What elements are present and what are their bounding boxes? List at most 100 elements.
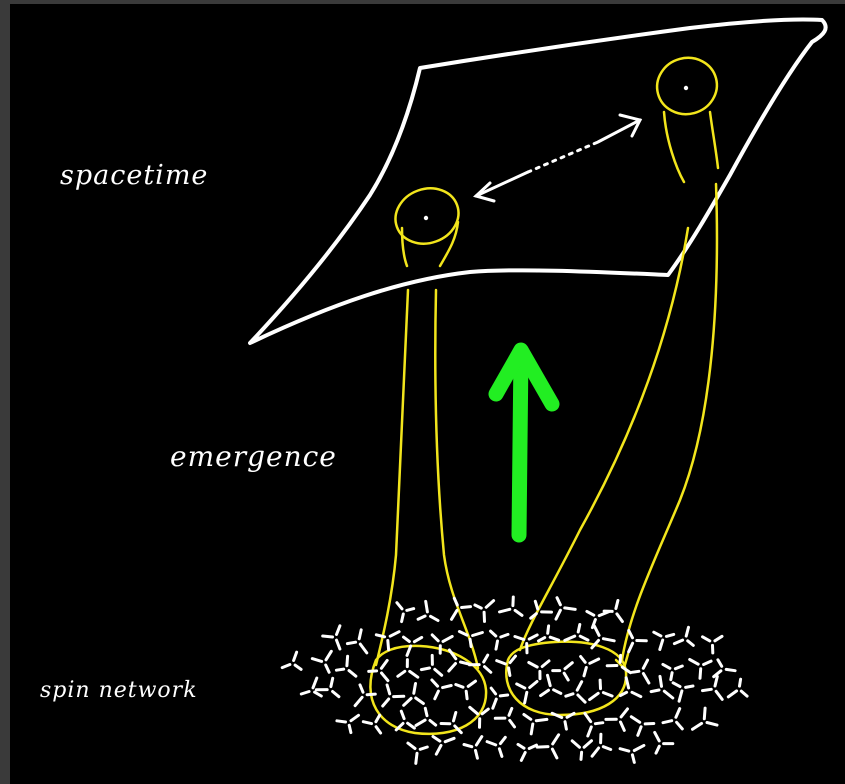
spin-network-edge xyxy=(497,661,506,664)
spin-network-edge xyxy=(475,605,481,608)
spin-network-edge xyxy=(454,713,456,721)
spin-network-edge xyxy=(425,708,427,715)
spin-network-edge xyxy=(535,601,537,609)
spin-network-edge xyxy=(554,690,561,694)
spin-network-edge xyxy=(556,610,560,619)
spin-network-edge xyxy=(557,598,560,605)
spin-network-edge xyxy=(404,698,411,705)
spin-network-edge xyxy=(382,673,388,681)
spin-network-edge xyxy=(700,669,701,679)
spin-network-edge xyxy=(577,682,582,691)
spin-network-edge xyxy=(629,631,633,638)
spin-network-edge xyxy=(432,680,438,686)
spin-network-edge xyxy=(410,671,418,677)
spin-network-edge xyxy=(740,679,741,686)
spin-network-edge xyxy=(398,671,405,676)
spin-network-edge xyxy=(566,694,573,696)
spin-network-edge xyxy=(326,665,329,672)
spin-network-edge xyxy=(509,668,510,676)
spin-network-edge xyxy=(592,748,599,756)
spin-network-edge xyxy=(518,744,524,748)
spin-network-edge xyxy=(707,723,717,726)
spin-network-edge xyxy=(485,667,491,673)
spin-network-edge xyxy=(443,636,452,641)
spin-network-edge xyxy=(703,637,710,641)
distance-double-arrow xyxy=(476,115,640,201)
spin-network-edge xyxy=(726,669,735,670)
spin-network-edge xyxy=(529,745,536,748)
spin-network-edge xyxy=(741,691,747,696)
spin-network-edge xyxy=(515,637,524,640)
spin-network-edge xyxy=(383,699,389,706)
spin-network-edge xyxy=(581,657,586,663)
spin-network-edge xyxy=(282,665,290,668)
spin-network-edge xyxy=(414,684,416,694)
spin-network-edge xyxy=(590,659,599,663)
spin-network-edge xyxy=(509,708,512,715)
spin-network-edge xyxy=(631,717,639,723)
spin-network-edge xyxy=(360,685,363,692)
spin-network-edge xyxy=(416,720,425,725)
spin-network-edge xyxy=(564,673,568,680)
spin-network-edge xyxy=(581,752,582,759)
spin-network-edge xyxy=(464,745,472,747)
spin-network-edge xyxy=(673,683,680,687)
spin-network-edge xyxy=(539,638,545,641)
spin-network-edge xyxy=(666,634,673,636)
spin-network-edge xyxy=(690,660,699,665)
spin-network-edge xyxy=(294,652,297,660)
spin-network-edge xyxy=(476,737,481,745)
spin-network-edge xyxy=(531,724,533,734)
spin-network-edge xyxy=(715,636,722,641)
spin-network-edge xyxy=(588,727,592,736)
spin-network-edge xyxy=(491,688,495,694)
spin-network-edge xyxy=(326,651,331,660)
spin-network-edge xyxy=(603,639,614,641)
spin-network-edge xyxy=(355,697,362,705)
spin-network-edge xyxy=(675,666,682,669)
spin-network-edge xyxy=(312,659,321,662)
spin-network-edge xyxy=(654,632,661,636)
spin-network-edge xyxy=(663,664,670,668)
spin-network-edge xyxy=(550,637,558,640)
spin-network-edge xyxy=(499,749,502,757)
spin-network-edge xyxy=(349,725,351,732)
spacetime-label: spacetime xyxy=(60,160,208,191)
spin-network-edge xyxy=(435,669,442,675)
spin-network-edge xyxy=(295,665,301,669)
spin-network-label: spin network xyxy=(40,678,198,703)
spin-network-edge xyxy=(404,637,410,641)
spacetime-sheet xyxy=(250,19,826,343)
spin-network-edge xyxy=(660,640,663,649)
spin-network-edge xyxy=(408,743,415,748)
spin-network-edge xyxy=(584,668,586,676)
spin-network-edge xyxy=(580,636,588,640)
spin-network-edge xyxy=(402,614,404,622)
emergence-arrow xyxy=(496,350,552,535)
spin-network-edge xyxy=(584,741,591,748)
spin-network-edge xyxy=(468,681,475,686)
spin-network-edge xyxy=(686,627,688,636)
spin-network-edge xyxy=(336,669,343,670)
spin-network-edge xyxy=(565,722,566,729)
spin-network-edge xyxy=(331,678,333,686)
spin-network-edge xyxy=(621,709,627,717)
spin-network-edge xyxy=(401,711,404,718)
spin-network-edge xyxy=(461,662,469,664)
spin-network-edge xyxy=(529,635,537,639)
spin-network-edge xyxy=(616,601,618,609)
spin-network-edge xyxy=(376,635,384,637)
spin-network-edge xyxy=(515,610,522,615)
spin-network-edge xyxy=(716,691,722,699)
spin-network-edge xyxy=(510,720,515,727)
spin-network-edge xyxy=(408,723,415,728)
spin-network-edge xyxy=(620,749,629,751)
spin-network-edge xyxy=(590,693,599,699)
spin-network-edge xyxy=(414,637,421,641)
spin-network-edge xyxy=(376,715,380,722)
spin-network-edge xyxy=(491,631,496,636)
spin-network-edge xyxy=(333,692,339,697)
spin-network-edge xyxy=(369,671,377,672)
spin-network-edge xyxy=(313,678,317,688)
left-tube-center-dot xyxy=(424,216,428,220)
